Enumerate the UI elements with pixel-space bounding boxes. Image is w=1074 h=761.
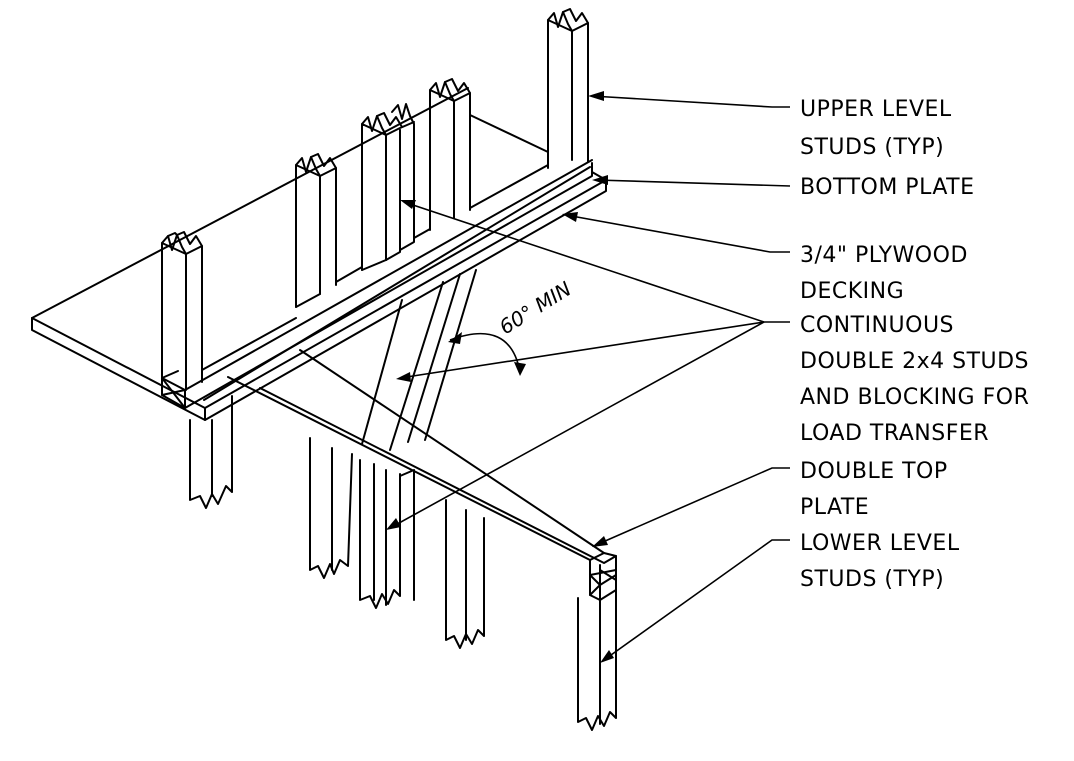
leader-lines — [386, 91, 791, 663]
angle-label: 60° MIN — [495, 277, 576, 340]
bottom-plate — [161, 159, 593, 409]
label-continuous-line2: DOUBLE 2x4 STUDS — [800, 349, 1029, 374]
label-continuous-line1: CONTINUOUS — [800, 313, 954, 338]
label-bottom-plate: BOTTOM PLATE — [800, 175, 975, 200]
label-lower-studs-line1: LOWER LEVEL — [800, 531, 960, 556]
plywood-deck — [31, 87, 607, 421]
label-plywood-line1: 3/4" PLYWOOD — [800, 243, 968, 268]
label-continuous-line3: AND BLOCKING FOR — [800, 385, 1029, 410]
diagonal-blocking — [361, 269, 477, 451]
label-upper-studs-line2: STUDS (TYP) — [800, 135, 944, 160]
label-upper-studs-line1: UPPER LEVEL — [800, 97, 952, 122]
label-top-plate-line1: DOUBLE TOP — [800, 459, 948, 484]
callout-labels: UPPER LEVEL STUDS (TYP) BOTTOM PLATE 3/4… — [800, 97, 1029, 592]
label-plywood-line2: DECKING — [800, 279, 904, 304]
label-top-plate-line2: PLATE — [800, 495, 869, 520]
upper-level-studs — [161, 8, 589, 391]
double-top-plate — [227, 349, 617, 601]
label-continuous-line4: LOAD TRANSFER — [800, 421, 989, 446]
label-lower-studs-line2: STUDS (TYP) — [800, 567, 944, 592]
lower-level-studs — [189, 395, 617, 731]
